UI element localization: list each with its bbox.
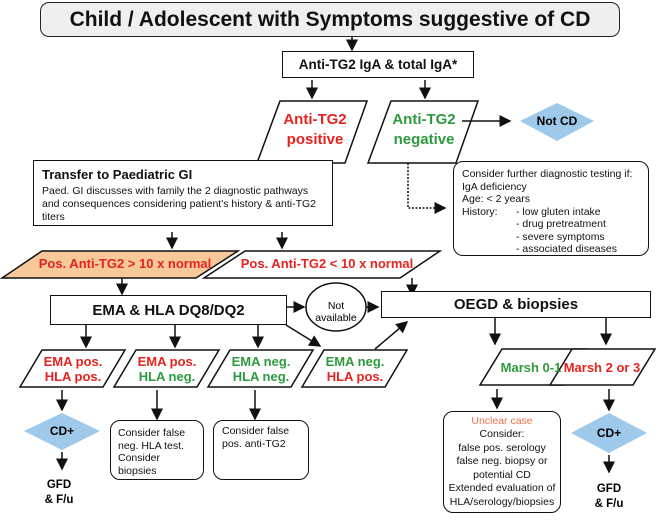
consider-hla-line1: Consider false	[118, 427, 186, 439]
outcome-ema: EMA pos.	[137, 354, 197, 369]
unclear-heading: Unclear case	[471, 414, 533, 427]
consider-hla-line2: neg. HLA test.	[118, 439, 184, 452]
ema-neg-hla-pos-shape	[300, 349, 409, 388]
unclear-line: Consider:	[479, 428, 525, 441]
outcome-hla: HLA neg.	[138, 369, 196, 384]
unclear-line: false pos. serology	[458, 441, 546, 454]
further-testing-box: Consider further diagnostic testing if: …	[453, 161, 649, 256]
history-label: History:	[462, 205, 498, 218]
outcome-ema: EMA pos.	[43, 354, 103, 369]
gfd-line2: & F/u	[44, 494, 74, 506]
test-box: Anti-TG2 IgA & total IgA*	[282, 51, 474, 78]
unclear-case-box: Unclear case Consider: false pos. serolo…	[443, 411, 561, 513]
gfd-line1: GFD	[46, 479, 72, 491]
cd-plus-diamond-left	[24, 413, 100, 450]
further-testing-line1: Consider further diagnostic testing if:	[462, 168, 633, 180]
consider-tg2-line1: Consider false	[222, 425, 290, 437]
further-testing-line3: Age: < 2 years	[462, 193, 530, 205]
ema-hla-box: EMA & HLA DQ8/DQ2	[50, 295, 287, 325]
further-testing-line2: IgA deficiency	[462, 180, 527, 193]
marsh-low-label: Marsh 0-1	[500, 360, 562, 375]
ema-hla-text: EMA & HLA DQ8/DQ2	[92, 301, 245, 319]
gfd-line2: & F/u	[594, 498, 624, 510]
gfd-left: GFD & F/u	[34, 478, 84, 508]
anti-tg2-positive: Anti-TG2 positive	[272, 110, 358, 150]
oegd-text: OEGD & biopsies	[453, 296, 579, 313]
outcome-hla: HLA pos.	[44, 369, 102, 384]
consider-tg2-line2: pos. anti-TG2	[222, 437, 286, 450]
not-available-label: Not available	[315, 300, 357, 324]
anti-tg2-positive-line2: positive	[286, 131, 344, 148]
consider-hla-line3: Consider biopsies	[118, 452, 161, 477]
unclear-line: Extended evaluation of	[448, 482, 556, 495]
outcome-ema-pos-hla-pos: EMA pos. HLA pos.	[28, 354, 118, 384]
title-text: Child / Adolescent with Symptoms suggest…	[69, 7, 591, 31]
high-titer-shape	[0, 250, 241, 279]
consider-tg2-box: Consider false pos. anti-TG2	[213, 420, 309, 480]
anti-tg2-positive-line1: Anti-TG2	[283, 111, 347, 128]
transfer-body: Paed. GI discusses with family the 2 dia…	[42, 185, 316, 223]
history-item: - drug pretreatment	[516, 218, 606, 230]
history-item: - associated diseases	[516, 243, 617, 255]
anti-tg2-negative-line2: negative	[393, 131, 455, 148]
gfd-line1: GFD	[596, 483, 622, 495]
low-titer-label: Pos. Anti-TG2 < 10 x normal	[240, 256, 414, 271]
ema-pos-hla-neg-shape	[112, 349, 221, 388]
high-titer-label: Pos. Anti-TG2 > 10 x normal	[38, 256, 212, 271]
gfd-right: GFD & F/u	[584, 482, 634, 512]
history-item: - low gluten intake	[516, 205, 601, 218]
cd-plus-right: CD+	[596, 426, 622, 440]
outcome-ema-pos-hla-neg: EMA pos. HLA neg.	[122, 354, 212, 384]
unclear-line: potential CD	[473, 468, 531, 481]
outcome-ema-neg-hla-neg: EMA neg. HLA neg.	[216, 354, 306, 384]
outcome-ema: EMA neg.	[231, 354, 291, 369]
anti-tg2-negative: Anti-TG2 negative	[381, 110, 467, 150]
outcome-hla: HLA neg.	[232, 369, 290, 384]
not-cd-label: Not CD	[536, 114, 578, 128]
low-titer-shape	[201, 250, 443, 279]
anti-tg2-positive-shape	[255, 100, 369, 164]
oegd-box: OEGD & biopsies	[381, 291, 651, 318]
outcome-ema: EMA neg.	[325, 354, 385, 369]
not-cd-diamond	[520, 103, 594, 141]
title-box: Child / Adolescent with Symptoms suggest…	[40, 2, 620, 37]
anti-tg2-negative-line1: Anti-TG2	[392, 111, 456, 128]
transfer-heading: Transfer to Paediatric GI	[42, 167, 193, 182]
outcome-hla: HLA pos.	[326, 369, 384, 384]
cd-plus-left: CD+	[49, 424, 75, 438]
transfer-box: Transfer to Paediatric GI Paed. GI discu…	[33, 160, 333, 226]
ema-pos-hla-pos-shape	[18, 349, 127, 388]
outcome-ema-neg-hla-pos: EMA neg. HLA pos.	[310, 354, 400, 384]
test-text: Anti-TG2 IgA & total IgA*	[298, 57, 458, 72]
history-item: - severe symptoms	[516, 230, 605, 243]
unclear-line: false neg. biopsy or	[456, 455, 548, 468]
marsh-high-label: Marsh 2 or 3	[563, 360, 641, 375]
cd-plus-diamond-right	[571, 413, 647, 453]
consider-hla-box: Consider false neg. HLA test. Consider b…	[110, 420, 204, 480]
ema-neg-hla-neg-shape	[206, 349, 315, 388]
unclear-line: HLA/serology/biopsies	[449, 495, 555, 508]
